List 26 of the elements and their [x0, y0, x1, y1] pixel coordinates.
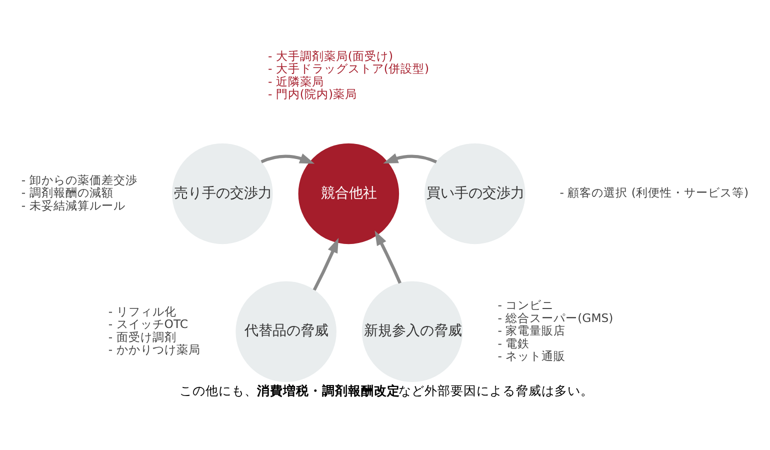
arrow	[383, 153, 437, 164]
node-label: - 調剤報酬の減額	[21, 186, 114, 200]
node-circle: 売り手の交渉力	[172, 143, 273, 244]
node-label: - 総合スーパー(GMS)	[498, 310, 614, 325]
node-label: - 面受け調剤	[108, 330, 176, 344]
node-circle: 買い手の交渉力	[424, 143, 526, 244]
node-label: - 門内(院内)薬局	[268, 87, 358, 102]
node-label: - ネット通販	[498, 349, 566, 364]
node-label: - 近隣薬局	[268, 74, 324, 88]
node-label: - 大手ドラッグストア(併設型)	[268, 62, 430, 76]
node-label: - 電鉄	[498, 336, 530, 350]
arrow	[374, 230, 402, 284]
node-label: - 卸からの薬価差交渉	[21, 172, 138, 187]
node-label: - かかりつけ薬局	[108, 342, 200, 357]
arrow	[260, 153, 315, 164]
caption: この他にも、消費増税・調剤報酬改定など外部要因による脅威は多い。	[180, 384, 594, 399]
node-label: - 顧客の選択 (利便性・サービス等)	[560, 186, 748, 200]
node-label: - スイッチOTC	[108, 317, 188, 332]
node-label: - リフィル化	[108, 304, 176, 318]
node-label: - 未妥結減算ルール	[21, 198, 126, 212]
arrow	[312, 238, 339, 291]
node-label: - コンビニ	[498, 298, 554, 312]
node-label: - 大手調剤薬局(面受け)	[268, 48, 394, 63]
node-circle: 代替品の脅威	[236, 281, 336, 382]
node-circle: 新規参入の脅威	[362, 281, 463, 382]
node-label: - 家電量販店	[498, 324, 566, 338]
